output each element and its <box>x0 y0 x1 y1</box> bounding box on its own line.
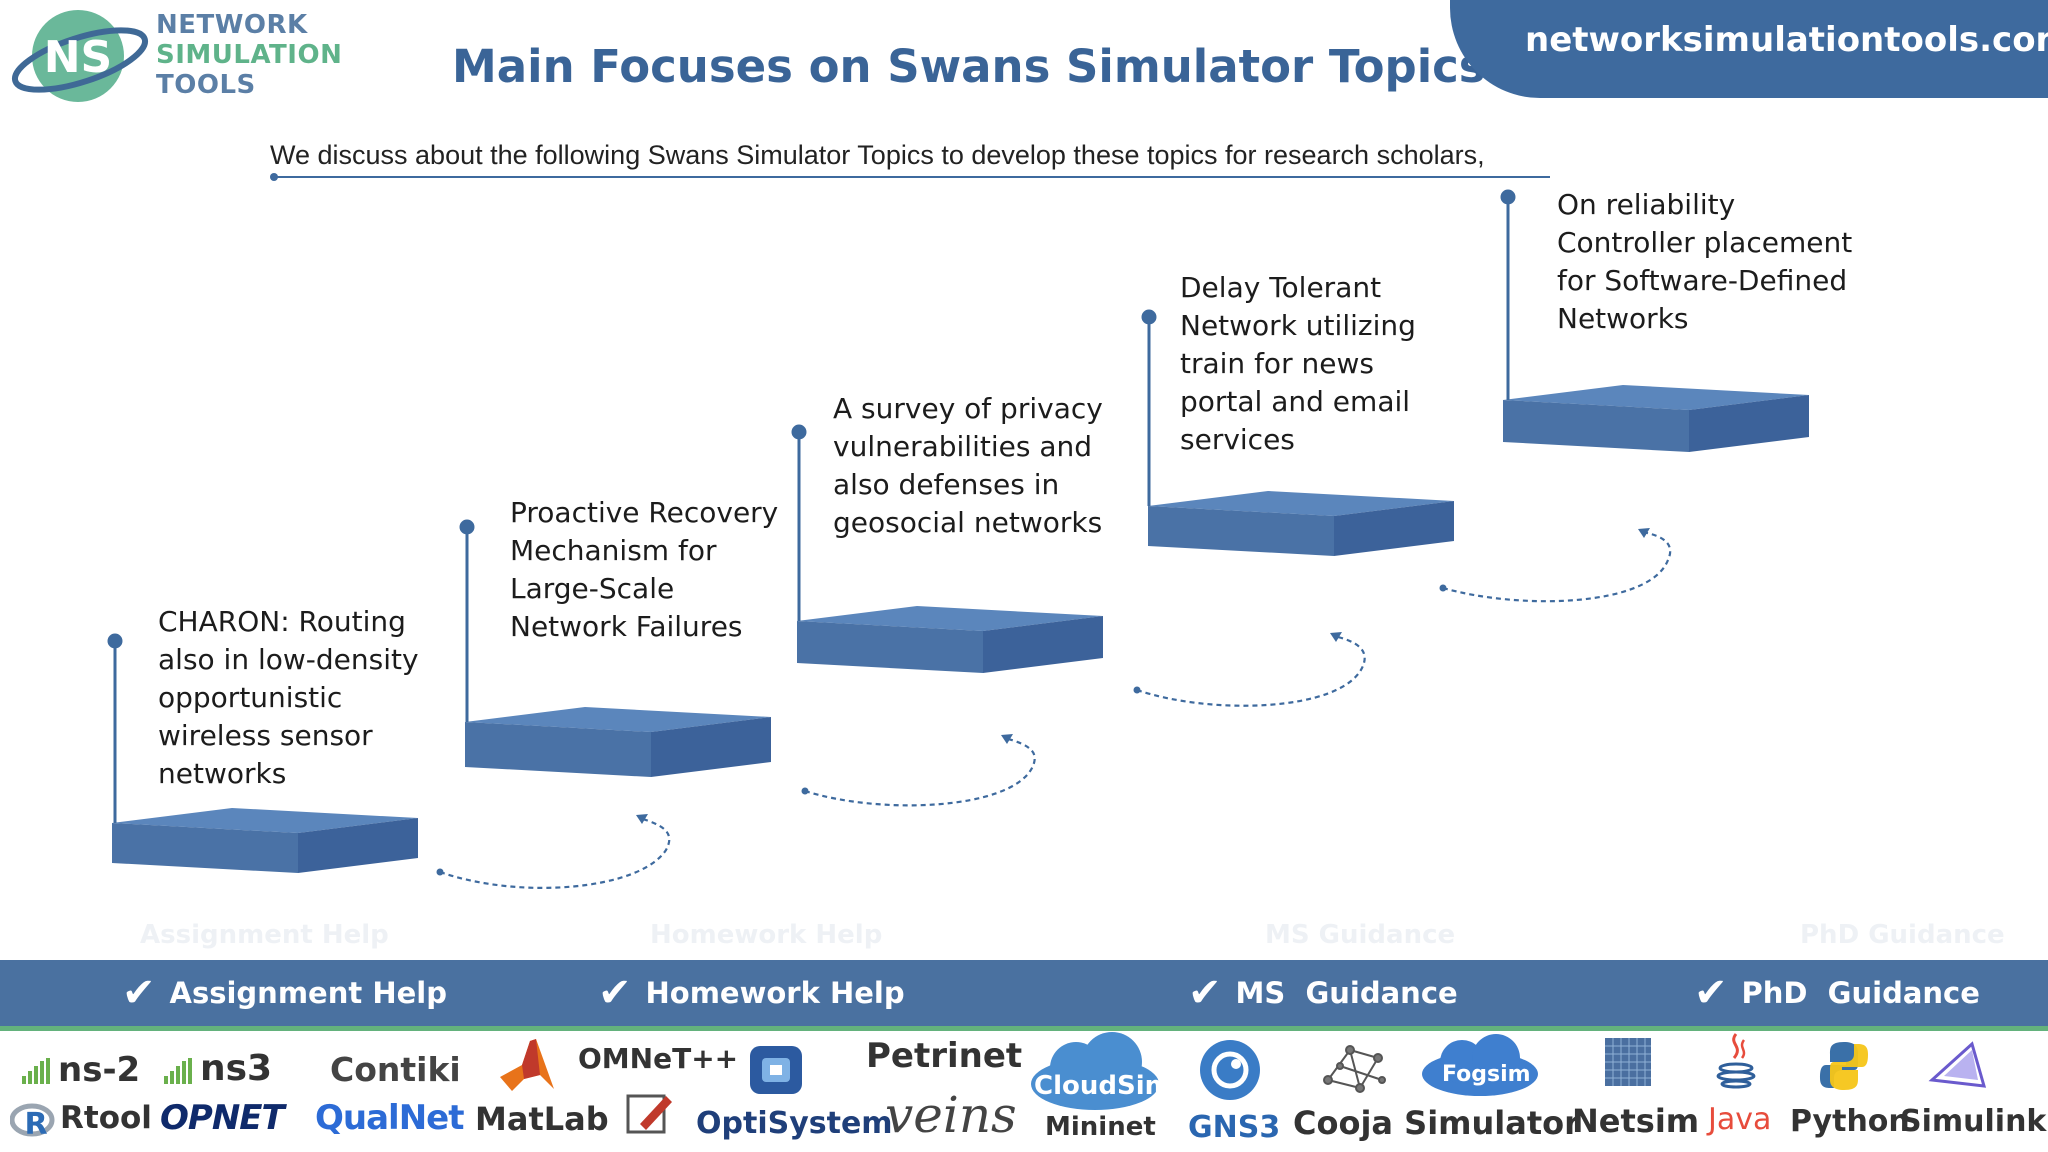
gns3-chameleon-icon <box>1200 1040 1260 1100</box>
tool-fogsim: Fogsim <box>1442 1062 1531 1087</box>
step-platform-4 <box>1148 491 1454 556</box>
service-label: Homework Help <box>645 976 905 1010</box>
tool-optisystem: OptiSystem <box>696 1106 893 1141</box>
signal-bars-icon <box>164 1058 192 1084</box>
tool-ns2: ns-2 <box>58 1050 141 1090</box>
tool-qualnet: QualNet <box>315 1098 464 1138</box>
tool-python: Python <box>1790 1104 1910 1139</box>
connector-arrow-2 <box>804 736 1036 807</box>
signal-bars-icon <box>22 1058 50 1084</box>
tool-simulink: Simulink <box>1900 1104 2047 1139</box>
optisystem-icon <box>750 1046 802 1094</box>
tool-gns3: GNS3 <box>1188 1110 1281 1145</box>
tool-omnetpp: OMNeT++ <box>578 1042 739 1075</box>
site-url-link[interactable]: networksimulationtools.com <box>1525 20 2048 60</box>
fogsim-cloud-icon <box>1422 1034 1538 1096</box>
logo-mark: NS <box>44 32 113 83</box>
service-label: PhD Guidance <box>1741 976 1980 1010</box>
step-platform-3 <box>797 606 1103 673</box>
edit-pen-icon <box>626 1094 672 1134</box>
service-label: MS Guidance <box>1235 976 1458 1010</box>
check-icon: ✔ <box>1694 970 1728 1016</box>
tool-mininet: Mininet <box>1045 1112 1156 1142</box>
tool-java: Java <box>1708 1102 1772 1137</box>
connector-arrow-4 <box>1442 530 1672 603</box>
logo-line-1: NETWORK <box>156 10 308 40</box>
simulink-icon <box>1928 1041 1987 1088</box>
netsim-icon <box>1605 1038 1651 1086</box>
tool-veins: veins <box>885 1086 1017 1144</box>
step-platform-5 <box>1503 385 1809 452</box>
r-logo-icon: R <box>10 1103 55 1140</box>
ghost-reflection-2: Homework Help <box>650 920 883 950</box>
logo-wordmark: NETWORK SIMULATION TOOLS <box>156 10 342 100</box>
topic-text-2: Proactive Recovery Mechanism for Large-S… <box>510 496 779 643</box>
service-ms-guidance[interactable]: ✔ MS Guidance <box>1188 960 1458 1026</box>
url-banner <box>1450 0 2048 98</box>
tool-opnet: OPNET <box>160 1098 285 1138</box>
connector-arrow-3 <box>1136 634 1366 707</box>
tool-cooja-simulator: Cooja Simulator <box>1293 1104 1580 1142</box>
service-assignment-help[interactable]: ✔ Assignment Help <box>122 960 447 1026</box>
connector-arrow-1 <box>439 816 671 889</box>
tool-netsim: Netsim <box>1572 1102 1700 1140</box>
svg-text:R: R <box>24 1107 47 1140</box>
tool-matlab: MatLab <box>475 1100 609 1138</box>
cooja-network-icon <box>1323 1045 1386 1093</box>
check-icon: ✔ <box>1188 970 1222 1016</box>
python-icon <box>1820 1042 1868 1090</box>
tool-contiki: Contiki <box>330 1050 461 1089</box>
service-homework-help[interactable]: ✔ Homework Help <box>598 960 905 1026</box>
service-phd-guidance[interactable]: ✔ PhD Guidance <box>1694 960 1980 1026</box>
ghost-reflection-3: MS Guidance <box>1265 920 1456 950</box>
tool-rtool: Rtool <box>60 1100 152 1136</box>
logo-line-2: SIMULATION <box>156 40 343 70</box>
cloud-icon <box>1031 1032 1159 1110</box>
page-title: Main Focuses on Swans Simulator Topics <box>452 40 1486 93</box>
check-icon: ✔ <box>122 970 156 1016</box>
tool-ns3: ns3 <box>200 1048 273 1089</box>
services-band: ✔ Assignment Help ✔ Homework Help ✔ MS G… <box>0 960 2048 1031</box>
ghost-reflection-4: PhD Guidance <box>1800 920 2005 950</box>
check-icon: ✔ <box>598 970 632 1016</box>
tool-cloudsim: CloudSim <box>1034 1071 1172 1101</box>
step-platform-2 <box>465 707 771 777</box>
topic-text-5: On reliability Controller placement for … <box>1557 188 1853 335</box>
topic-text-1: CHARON: Routing also in low-density oppo… <box>158 605 419 790</box>
intro-text: We discuss about the following Swans Sim… <box>270 140 1485 170</box>
logo-line-3: TOOLS <box>156 70 256 100</box>
java-cup-icon <box>1716 1033 1756 1089</box>
logo-icon: NS <box>11 10 149 102</box>
topic-text-3: A survey of privacy vulnerabilities and … <box>833 392 1103 539</box>
matlab-icon <box>500 1039 554 1091</box>
topic-text-4: Delay Tolerant Network utilizing train f… <box>1180 271 1416 456</box>
intro-underline <box>270 173 1550 181</box>
service-label: Assignment Help <box>169 976 447 1010</box>
ghost-reflection-1: Assignment Help <box>140 920 389 950</box>
step-platform-1 <box>112 808 418 873</box>
tool-petrinet: Petrinet <box>866 1036 1023 1076</box>
